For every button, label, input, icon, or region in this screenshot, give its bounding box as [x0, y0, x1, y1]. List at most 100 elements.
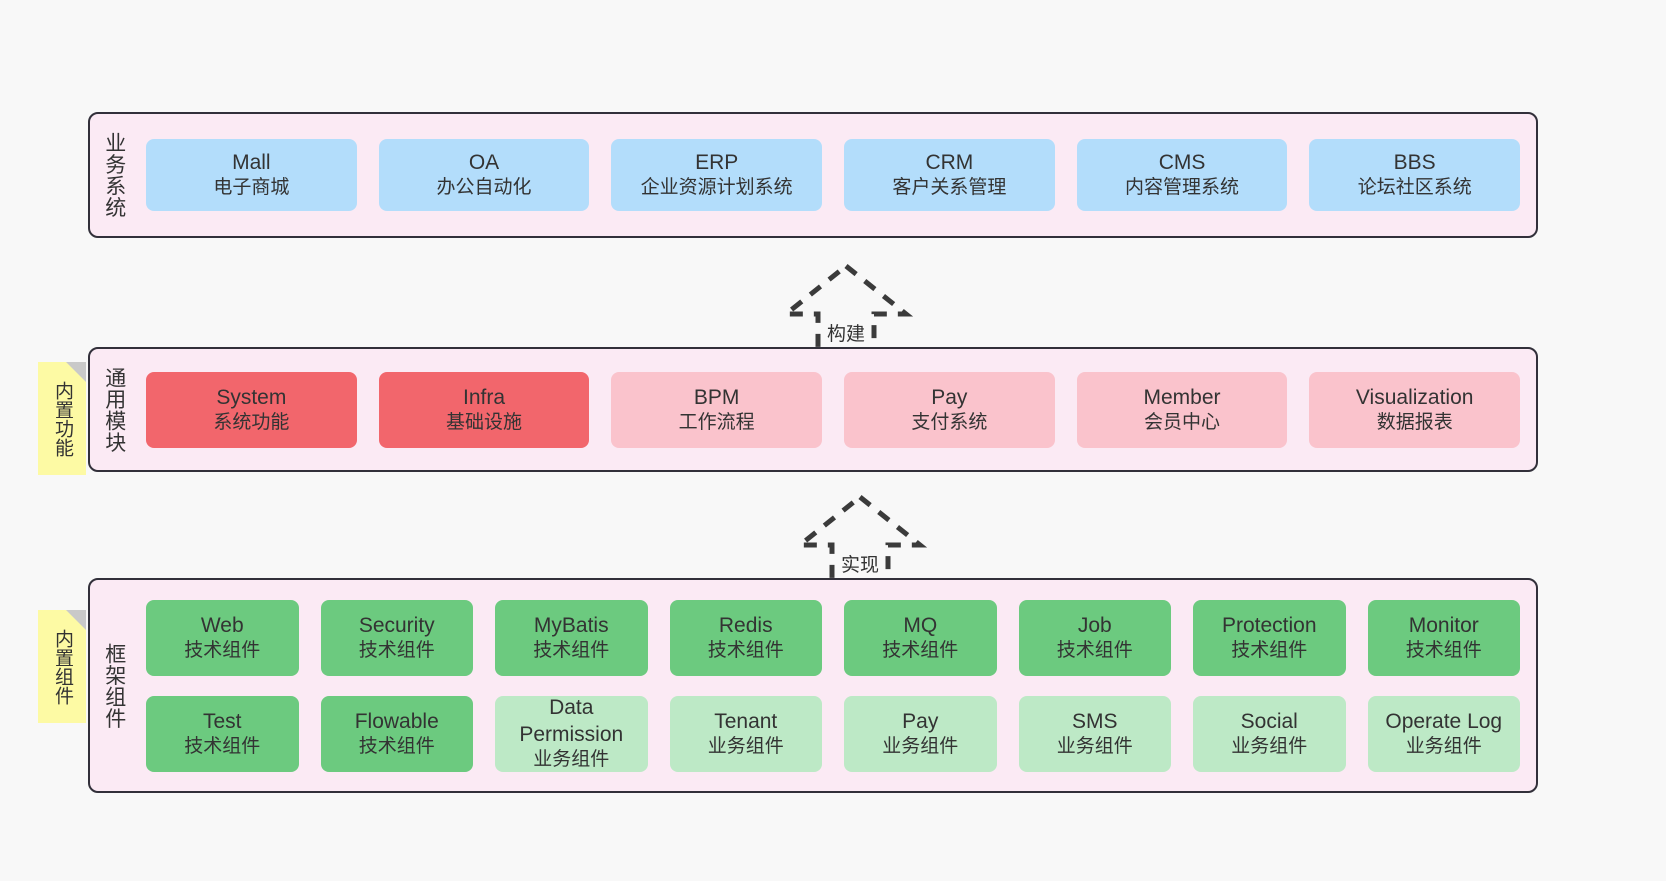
- card-title-en: Job: [1077, 613, 1112, 637]
- card-title-cn: 业务组件: [882, 735, 959, 757]
- card-mybatis[interactable]: MyBatis 技术组件: [495, 599, 648, 676]
- card-cms[interactable]: CMS 内容管理系统: [1076, 139, 1288, 211]
- card-pay-component[interactable]: Pay 业务组件: [844, 695, 997, 772]
- layer-framework-components: 框架组件 Web 技术组件 Security 技术组件 MyBatis 技术组件…: [88, 578, 1538, 793]
- card-crm[interactable]: CRM 客户关系管理: [844, 139, 1055, 211]
- card-row: Mall 电子商城 OA 办公自动化 ERP 企业资源计划系统 CRM 客户关系…: [146, 139, 1521, 211]
- card-title-en: SMS: [1071, 709, 1118, 733]
- card-title-en: OA: [468, 151, 500, 174]
- card-protection[interactable]: Protection 技术组件: [1193, 599, 1346, 676]
- card-title-cn: 技术组件: [1056, 639, 1133, 661]
- card-title-en: Infra: [462, 385, 506, 409]
- card-oa[interactable]: OA 办公自动化: [378, 139, 590, 211]
- card-pay-module[interactable]: Pay 支付系统: [844, 371, 1055, 448]
- card-title-cn: 办公自动化: [436, 177, 532, 199]
- card-title-en: CMS: [1158, 151, 1206, 174]
- card-web[interactable]: Web 技术组件: [146, 599, 299, 676]
- card-monitor[interactable]: Monitor 技术组件: [1367, 599, 1520, 676]
- layer-title-modules: 通用模块: [102, 366, 126, 453]
- card-title-en: Tenant: [714, 709, 778, 733]
- card-bpm[interactable]: BPM 工作流程: [611, 371, 823, 448]
- sticky-fold-corner-icon: [66, 362, 86, 382]
- card-title-en: MQ: [903, 613, 938, 637]
- card-system[interactable]: System 系统功能: [146, 371, 357, 448]
- sticky-note-label: 内置组件: [52, 628, 74, 705]
- card-title-cn: 技术组件: [184, 639, 261, 661]
- card-title-en: Pay: [931, 385, 968, 409]
- card-title-cn: 基础设施: [446, 411, 523, 433]
- card-row: System 系统功能 Infra 基础设施 BPM 工作流程 Pay 支付系统…: [146, 371, 1521, 448]
- card-title-en: Monitor: [1408, 613, 1479, 637]
- card-title-cn: 技术组件: [358, 735, 435, 757]
- card-title-en: Pay: [902, 709, 939, 733]
- card-title-cn: 系统功能: [213, 411, 290, 433]
- card-title-en: ERP: [695, 151, 739, 174]
- card-operate-log[interactable]: Operate Log 业务组件: [1367, 695, 1520, 772]
- layer-common-modules: 通用模块 System 系统功能 Infra 基础设施 BPM 工作流程 Pay…: [88, 347, 1538, 472]
- card-title-en: BBS: [1393, 151, 1436, 174]
- card-redis[interactable]: Redis 技术组件: [669, 599, 822, 676]
- card-test[interactable]: Test 技术组件: [146, 695, 299, 772]
- card-infra[interactable]: Infra 基础设施: [378, 371, 590, 448]
- card-title-en: Data Permission: [519, 695, 624, 747]
- card-bbs[interactable]: BBS 论坛社区系统: [1309, 139, 1521, 211]
- sticky-fold-corner-icon: [66, 610, 86, 630]
- card-title-cn: 数据报表: [1376, 411, 1453, 433]
- card-title-en: Security: [358, 613, 435, 637]
- card-title-cn: 业务组件: [533, 749, 610, 771]
- card-title-cn: 技术组件: [707, 639, 784, 661]
- arrow-realize: 实现: [770, 489, 950, 591]
- card-title-cn: 论坛社区系统: [1357, 177, 1472, 199]
- card-title-cn: 企业资源计划系统: [640, 177, 793, 199]
- card-title-cn: 会员中心: [1144, 411, 1221, 433]
- card-title-cn: 技术组件: [1231, 639, 1308, 661]
- card-row: Test 技术组件 Flowable 技术组件 Data Permission …: [146, 695, 1520, 772]
- card-title-en: System: [216, 385, 287, 409]
- card-title-en: Mall: [232, 151, 271, 174]
- card-title-en: Member: [1143, 385, 1221, 409]
- card-security[interactable]: Security 技术组件: [320, 599, 473, 676]
- layer-body-modules: System 系统功能 Infra 基础设施 BPM 工作流程 Pay 支付系统…: [138, 349, 1536, 470]
- arrow-up-icon: [792, 493, 928, 590]
- card-title-en: Visualization: [1355, 385, 1474, 409]
- card-title-cn: 支付系统: [911, 411, 988, 433]
- sticky-note-builtin-components: 内置组件: [38, 610, 86, 723]
- card-title-en: Test: [202, 709, 242, 733]
- card-title-en: Redis: [718, 613, 773, 637]
- card-title-cn: 技术组件: [882, 639, 959, 661]
- card-mall[interactable]: Mall 电子商城: [146, 139, 357, 211]
- card-title-en: CRM: [925, 151, 974, 174]
- card-job[interactable]: Job 技术组件: [1018, 599, 1171, 676]
- card-title-en: Flowable: [354, 709, 439, 733]
- layer-title-framework: 框架组件: [102, 642, 126, 729]
- card-title-cn: 业务组件: [1405, 735, 1482, 757]
- card-title-en: Protection: [1221, 613, 1317, 637]
- card-title-cn: 技术组件: [358, 639, 435, 661]
- card-tenant[interactable]: Tenant 业务组件: [669, 695, 822, 772]
- layer-body-framework: Web 技术组件 Security 技术组件 MyBatis 技术组件 Redi…: [138, 580, 1536, 791]
- card-title-en: BPM: [693, 385, 740, 409]
- card-title-cn: 工作流程: [678, 411, 755, 433]
- card-title-cn: 技术组件: [1405, 639, 1482, 661]
- card-erp[interactable]: ERP 企业资源计划系统: [611, 139, 823, 211]
- card-flowable[interactable]: Flowable 技术组件: [320, 695, 473, 772]
- card-title-cn: 客户关系管理: [892, 177, 1007, 199]
- arrow-up-icon: [778, 262, 914, 359]
- card-title-en: Web: [200, 613, 244, 637]
- card-title-cn: 业务组件: [1056, 735, 1133, 757]
- card-social[interactable]: Social 业务组件: [1193, 695, 1346, 772]
- card-data-permission[interactable]: Data Permission 业务组件: [495, 695, 648, 772]
- card-visualization[interactable]: Visualization 数据报表: [1309, 371, 1521, 448]
- layer-body-business: Mall 电子商城 OA 办公自动化 ERP 企业资源计划系统 CRM 客户关系…: [138, 114, 1536, 236]
- card-title-en: Social: [1240, 709, 1298, 733]
- layer-title-business: 业务系统: [102, 132, 126, 218]
- card-title-en: Operate Log: [1385, 709, 1503, 733]
- card-row: Web 技术组件 Security 技术组件 MyBatis 技术组件 Redi…: [146, 599, 1520, 676]
- sticky-note-label: 内置功能: [52, 380, 74, 457]
- card-mq[interactable]: MQ 技术组件: [844, 599, 997, 676]
- card-sms[interactable]: SMS 业务组件: [1018, 695, 1171, 772]
- card-title-cn: 技术组件: [184, 735, 261, 757]
- card-member[interactable]: Member 会员中心: [1076, 371, 1288, 448]
- card-title-en: MyBatis: [533, 613, 609, 637]
